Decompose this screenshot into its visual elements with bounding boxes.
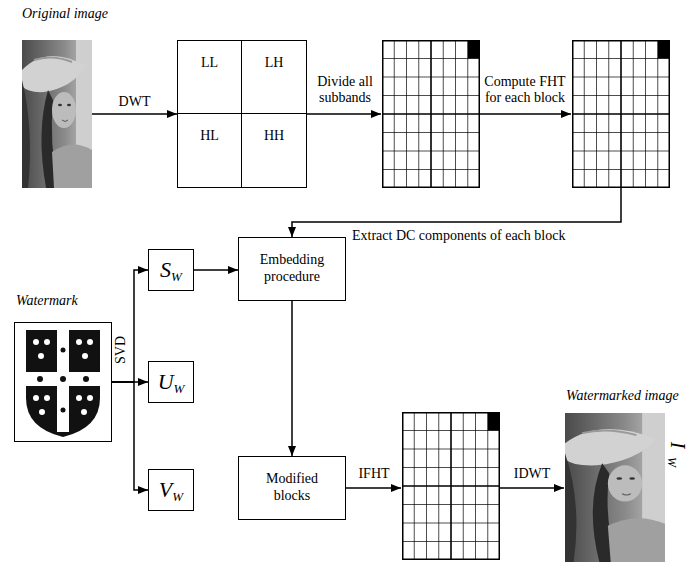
block-grid [382, 40, 480, 188]
flow-label: W [666, 455, 678, 469]
connector-arrow [112, 382, 148, 490]
image-node: Original image [18, 6, 110, 190]
image-caption: Original image [18, 6, 110, 23]
image-caption: Watermark [12, 293, 114, 310]
node-text: LH [242, 41, 306, 114]
image-frame [14, 322, 112, 442]
node-text: HL [178, 114, 242, 187]
edge-label: DWT [119, 94, 151, 110]
image-node: Watermarked image [562, 388, 688, 562]
node-text: Modified blocks [253, 471, 331, 505]
matrix-box: VW [148, 469, 194, 511]
node-text: LL [178, 41, 242, 114]
process-box: Embedding procedure [238, 237, 346, 301]
node-text: U [158, 371, 174, 393]
flow-label: Divide all subbands [309, 74, 381, 106]
subband-box: LLLHHLHH [177, 40, 307, 188]
node-text: V [159, 479, 172, 501]
process-box: Modified blocks [238, 456, 346, 520]
image-node: Watermark [12, 293, 114, 444]
node-text: S [160, 259, 171, 281]
arrow [500, 487, 564, 489]
node-text: W [171, 270, 182, 283]
node-text: HH [242, 114, 306, 187]
image-frame [22, 40, 92, 188]
flow-label: Compute FHT for each block [477, 74, 573, 106]
image-frame [565, 413, 665, 562]
flow-label: IDWT [500, 466, 564, 482]
connector-arrow [112, 270, 148, 382]
flow-label: Extract DC components of each block [352, 228, 565, 244]
connector-arrow [194, 269, 238, 271]
watermark-logo [26, 330, 100, 437]
connector-arrow [291, 301, 293, 456]
matrix-box: UW [148, 361, 194, 403]
matrix-box: SW [148, 249, 194, 291]
watermarked-image [565, 413, 665, 562]
node-text: W [172, 490, 183, 503]
flow-label: I [668, 439, 688, 451]
original-image [22, 40, 92, 188]
block-grid [402, 412, 500, 560]
flow-arrows [292, 114, 621, 488]
block-grid [572, 40, 670, 188]
arrow [346, 487, 401, 489]
node-text: Embedding procedure [253, 252, 331, 286]
arrow [307, 113, 381, 115]
flow-label: IFHT [346, 466, 402, 482]
arrow [480, 113, 571, 115]
connector-arrow [92, 113, 177, 115]
image-caption: Watermarked image [562, 388, 688, 405]
flow-label: SVD [113, 330, 129, 370]
node-text: W [174, 382, 185, 395]
